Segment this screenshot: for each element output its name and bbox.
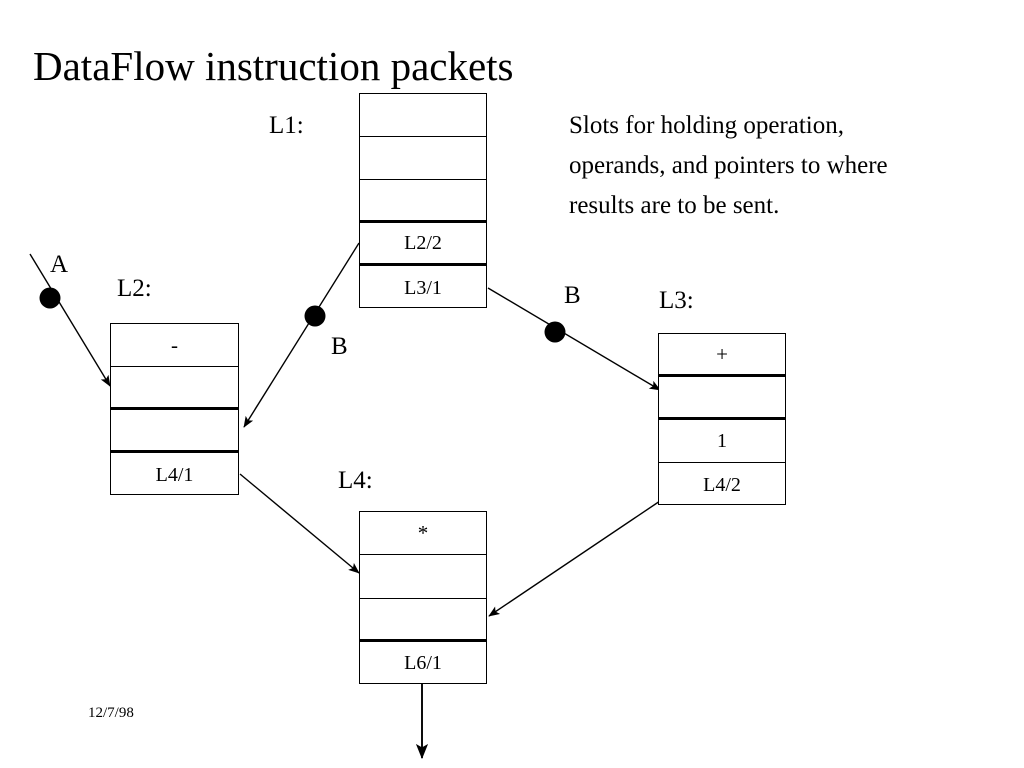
- edge-l2-l4-line: [239, 473, 360, 574]
- packet-l2-slot-1[interactable]: -: [111, 324, 238, 367]
- packet-l4-slot-2[interactable]: [360, 555, 486, 599]
- packet-l2-slot-2[interactable]: [111, 367, 238, 410]
- packet-l1-slot-1[interactable]: [360, 94, 486, 137]
- edge-label-b-right: B: [564, 282, 581, 309]
- edge-a-token: [39, 287, 61, 309]
- packet-l4-slot-4[interactable]: L6/1: [404, 652, 442, 675]
- packet-l3-slot-2[interactable]: [659, 377, 785, 420]
- packet-label-l4: L4:: [338, 467, 373, 494]
- edge-b2-line: [487, 287, 661, 391]
- packet-label-l3: L3:: [659, 287, 694, 314]
- packet-l1-slot-4[interactable]: L2/2: [360, 223, 486, 266]
- packet-l3-slot-3[interactable]: 1: [659, 420, 785, 463]
- packet-l3-slot-4[interactable]: L4/2: [703, 473, 741, 496]
- date-stamp: 12/7/98: [88, 705, 134, 721]
- packet-l4-slot-1[interactable]: *: [360, 512, 486, 556]
- edge-l3-l4-line: [488, 500, 661, 617]
- page-title: DataFlow instruction packets: [33, 43, 514, 89]
- packet-box-l3[interactable]: + 1 L4/2: [658, 333, 786, 505]
- edge-label-a: A: [50, 251, 69, 278]
- edge-a-line: [29, 253, 111, 387]
- annotation-text: Slots for holding operation, operands, a…: [569, 112, 888, 219]
- edge-label-b-left: B: [331, 333, 348, 360]
- packet-box-l2[interactable]: - L4/1: [110, 323, 239, 495]
- packet-box-l4[interactable]: * L6/1: [359, 511, 487, 684]
- packet-l1-slot-2[interactable]: [360, 137, 486, 180]
- packet-l2-slot-4[interactable]: L4/1: [155, 463, 194, 486]
- edge-b1-token: [304, 305, 326, 327]
- packet-l3-slot-1[interactable]: +: [659, 334, 785, 377]
- packet-l1-slot-3[interactable]: [360, 180, 486, 223]
- packet-l2-slot-3[interactable]: [111, 410, 238, 453]
- packet-box-l1[interactable]: L2/2 L3/1: [359, 93, 487, 308]
- packet-label-l1: L1:: [269, 112, 304, 139]
- packet-l4-slot-3[interactable]: [360, 599, 486, 642]
- edge-b2-token: [544, 321, 566, 343]
- packet-l1-slot-5[interactable]: L3/1: [404, 276, 442, 299]
- edge-b1-line: [243, 242, 360, 428]
- packet-label-l2: L2:: [117, 275, 152, 302]
